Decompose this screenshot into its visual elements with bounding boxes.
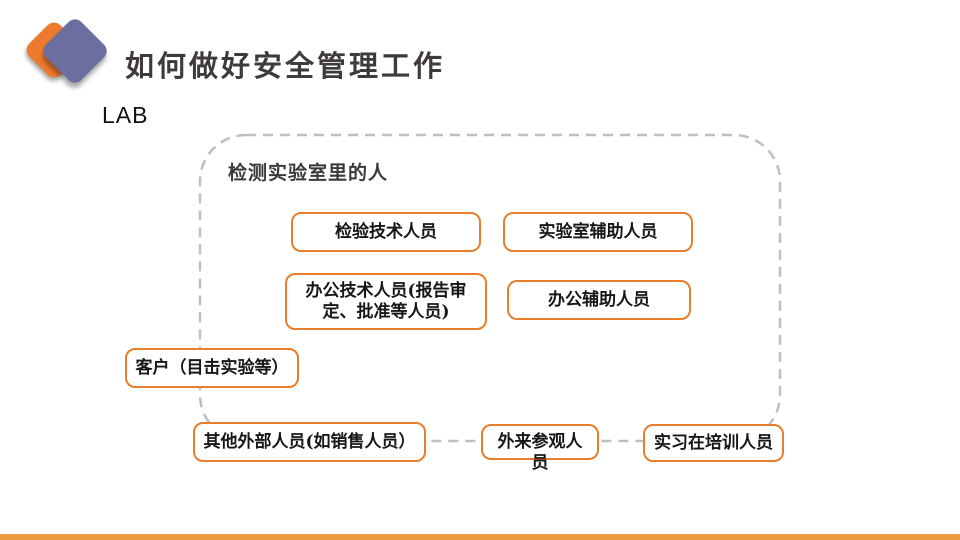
lab-label: LAB [102, 102, 149, 128]
person-box-office-technical: 办公技术人员(报告审定、批准等人员) [285, 273, 487, 330]
footer-accent-bar [0, 534, 960, 540]
lab-group-label: 检测实验室里的人 [228, 162, 389, 184]
person-box-lab-assistants: 实验室辅助人员 [503, 212, 693, 252]
person-box-visitors: 外来参观人员 [481, 424, 599, 473]
slide-title: 如何做好安全管理工作 [125, 49, 446, 84]
person-box-office-assistants: 办公辅助人员 [507, 280, 691, 320]
person-box-testing-technicians: 检验技术人员 [291, 212, 481, 252]
person-box-customers: 客户（目击实验等） [125, 348, 299, 388]
person-box-trainees: 实习在培训人员 [643, 424, 784, 462]
person-box-visitors-label: 外来参观人员 [497, 432, 583, 473]
person-box-other-external: 其他外部人员(如销售人员） [193, 422, 426, 462]
